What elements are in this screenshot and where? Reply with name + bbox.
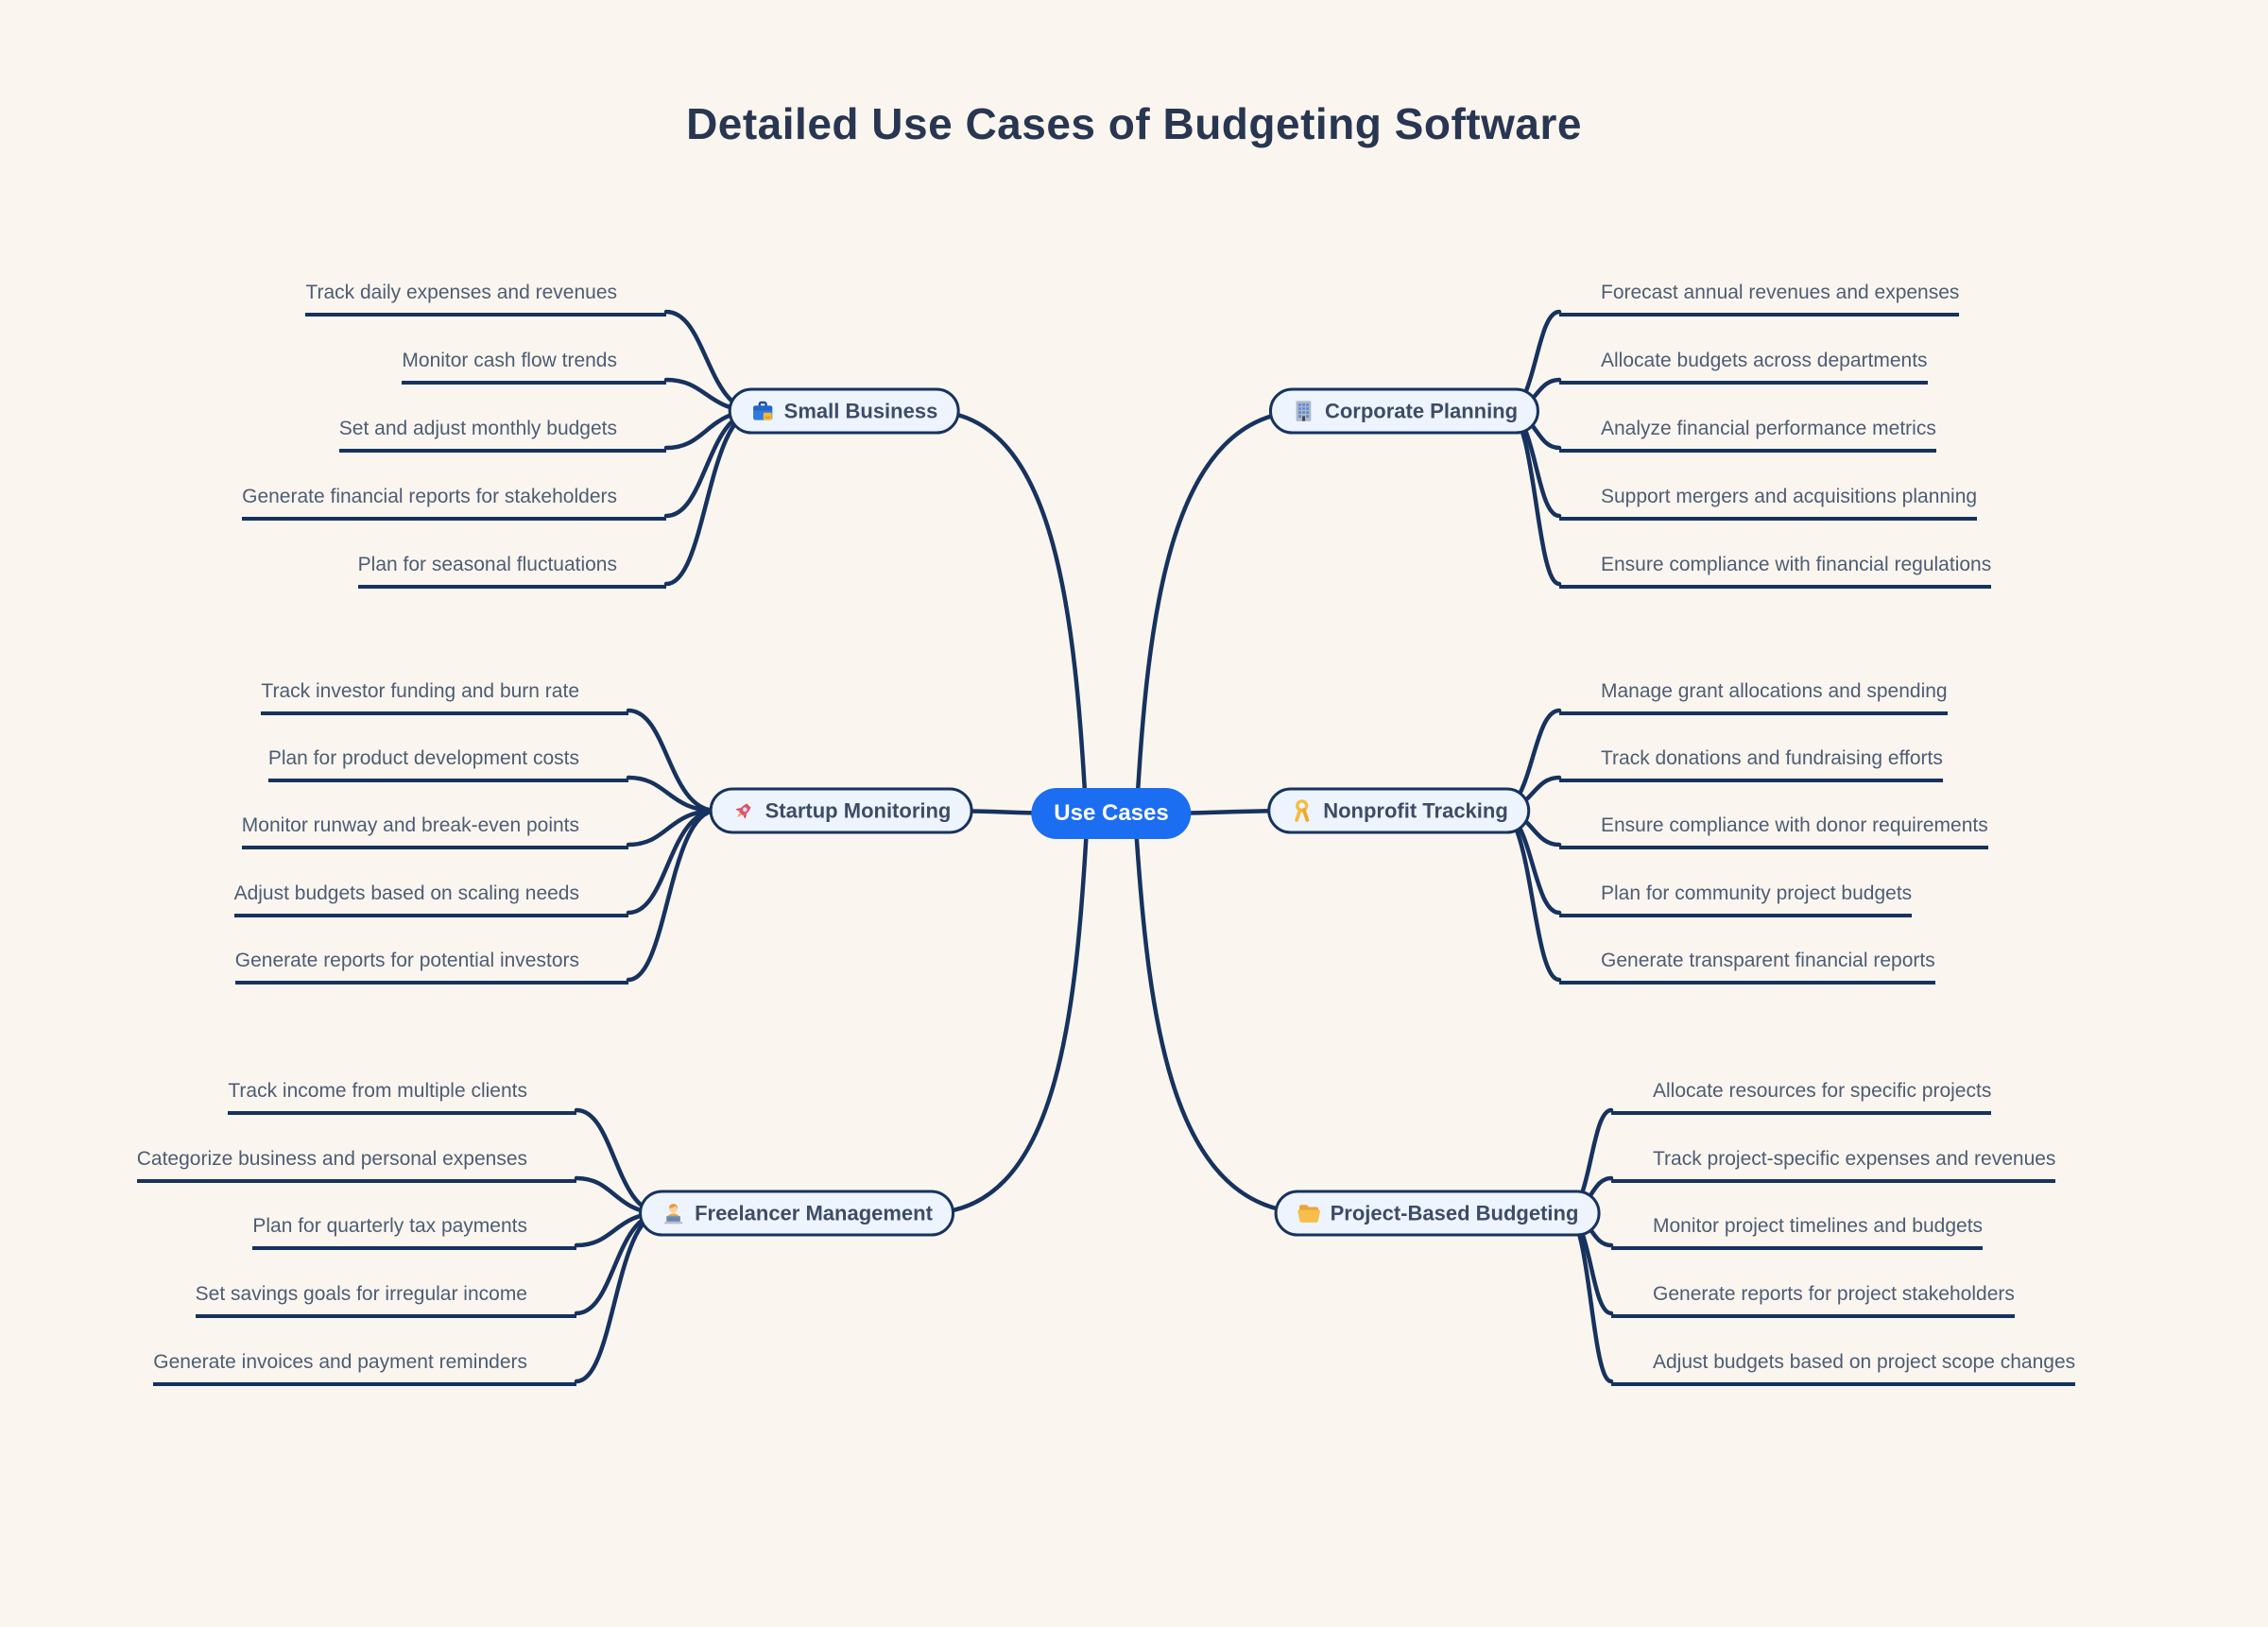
leaf: Set savings goals for irregular income xyxy=(195,1282,576,1318)
leaf: Support mergers and acquisitions plannin… xyxy=(1559,485,1978,521)
leaf: Generate financial reports for stakehold… xyxy=(242,485,666,521)
leaf: Plan for quarterly tax payments xyxy=(252,1214,576,1250)
leaf: Plan for product development costs xyxy=(267,746,628,782)
link-path xyxy=(626,775,719,814)
branch-label: Corporate Planning xyxy=(1324,399,1519,422)
branch-label: Nonprofit Tracking xyxy=(1323,798,1508,822)
leaf: Allocate resources for specific projects xyxy=(1611,1079,1992,1115)
branch-node-corporate-planning[interactable]: Corporate Planning xyxy=(1268,387,1540,435)
ribbon-icon xyxy=(1289,798,1314,824)
leaf: Plan for community project budgets xyxy=(1559,882,1913,917)
leaf: Allocate budgets across departments xyxy=(1559,349,1928,385)
page-title: Detailed Use Cases of Budgeting Software xyxy=(686,99,1582,148)
branch-label: Project-Based Budgeting xyxy=(1330,1201,1579,1225)
link-path xyxy=(1497,808,1562,983)
link-path xyxy=(1504,408,1562,587)
open-folder-icon xyxy=(1297,1201,1322,1226)
link-path xyxy=(574,1210,664,1384)
leaf: Plan for seasonal fluctuations xyxy=(357,553,666,589)
leaf: Forecast annual revenues and expenses xyxy=(1559,281,1960,317)
link-path xyxy=(626,708,719,814)
leaf: Monitor project timelines and budgets xyxy=(1611,1214,1984,1250)
leaf: Generate reports for potential investors xyxy=(234,949,628,985)
leaf: Track investor funding and burn rate xyxy=(261,679,628,715)
link-path xyxy=(626,808,719,983)
link-path xyxy=(1133,824,1313,1216)
leaf: Ensure compliance with donor requirement… xyxy=(1559,814,1988,849)
branch-label: Small Business xyxy=(783,399,938,422)
leaf: Generate reports for project stakeholder… xyxy=(1611,1282,2015,1318)
leaf: Monitor cash flow trends xyxy=(402,349,666,385)
branch-label: Startup Monitoring xyxy=(765,798,952,822)
briefcase-icon xyxy=(750,399,776,424)
link-path xyxy=(928,408,1090,830)
root-label: Use Cases xyxy=(1054,800,1169,826)
leaf: Ensure compliance with financial regulat… xyxy=(1559,553,1992,589)
leaf: Track donations and fundraising efforts xyxy=(1559,746,1943,782)
link-path xyxy=(663,408,759,587)
leaf: Monitor runway and break-even points xyxy=(241,814,628,849)
link-path xyxy=(1563,1210,1614,1384)
leaf: Generate invoices and payment reminders xyxy=(153,1350,576,1386)
branch-node-freelancer-management[interactable]: Freelancer Management xyxy=(639,1190,954,1237)
link-path xyxy=(1133,408,1308,830)
branch-node-nonprofit-tracking[interactable]: Nonprofit Tracking xyxy=(1267,787,1530,834)
branch-node-small-business[interactable]: Small Business xyxy=(728,387,960,435)
leaf: Analyze financial performance metrics xyxy=(1559,417,1936,453)
root-node-use-cases[interactable]: Use Cases xyxy=(1031,788,1192,839)
leaf: Adjust budgets based on project scope ch… xyxy=(1611,1350,2076,1386)
leaf: Adjust budgets based on scaling needs xyxy=(233,882,628,917)
branch-node-project-based-budgeting[interactable]: Project-Based Budgeting xyxy=(1274,1190,1601,1237)
rocket-icon xyxy=(731,798,757,824)
branch-label: Freelancer Management xyxy=(695,1201,933,1225)
leaf: Generate transparent financial reports xyxy=(1559,949,1935,985)
leaf: Track income from multiple clients xyxy=(228,1079,576,1115)
branch-node-startup-monitoring[interactable]: Startup Monitoring xyxy=(709,787,973,834)
leaf: Track project-specific expenses and reve… xyxy=(1611,1147,2056,1183)
technologist-icon xyxy=(661,1201,686,1226)
leaf: Set and adjust monthly budgets xyxy=(338,417,666,453)
leaf: Track daily expenses and revenues xyxy=(305,281,666,317)
leaf: Manage grant allocations and spending xyxy=(1559,679,1948,715)
leaf: Categorize business and personal expense… xyxy=(136,1147,576,1183)
link-path xyxy=(926,824,1090,1216)
office-building-icon xyxy=(1291,399,1316,424)
